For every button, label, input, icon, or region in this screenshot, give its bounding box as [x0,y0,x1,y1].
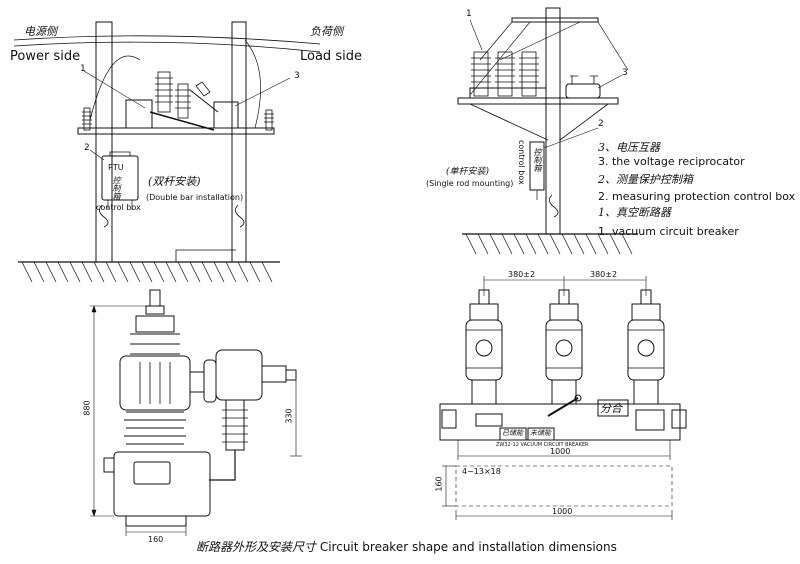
plate-left: 已储能 [502,429,523,437]
box-label-cn: 控制箱 [112,176,121,200]
dim-spacing-2: 380±2 [590,270,618,279]
right-callout-2: 2 [598,119,604,129]
dim-width-1: 1000 [550,447,571,456]
right-callout-1: 1 [466,9,472,19]
load-side-label: Load side [300,49,362,64]
caption-cn: 断路器外形及安装尺寸 [196,540,317,554]
callout-2: 2 [84,143,90,153]
legend-item2-en: 2. measuring protection control box [598,190,796,203]
side-view-drawing [90,289,302,536]
power-side-label: Power side [10,49,81,64]
dim-holes: 4−13×18 [462,467,501,476]
dim-base: 160 [148,535,164,544]
double-mount-en: (Double bar installation) [146,193,244,202]
single-mount-en: (Single rod mounting) [426,179,514,188]
callout-1: 1 [80,64,86,74]
control-box-caption: control box [96,203,141,212]
dim-depth: 160 [434,476,444,492]
double-mount-cn: (双杆安装) [148,175,201,188]
legend-item3-cn: 3、电压互器 [598,141,660,154]
nameplate: ZW32-12 VACUUM CIRCUIT BREAKER [496,442,589,448]
callout-3: 3 [294,71,300,81]
legend-item3-en: 3. the voltage reciprocator [598,155,745,168]
right-box-label-cn: 控制箱 [533,148,542,172]
front-view-drawing [439,276,687,520]
dim-height: 880 [82,400,92,416]
single-mount-cn: (单杆安装) [446,167,490,177]
load-side-cn: 负荷侧 [310,25,343,38]
figure-caption: 断路器外形及安装尺寸 Circuit breaker shape and ins… [196,541,617,553]
box-label-en: PTU [108,163,124,172]
plate-right: 未储能 [530,429,551,437]
double-pole-installation [13,21,321,283]
power-side-cn: 电源侧 [24,25,57,38]
dim-width-2: 1000 [552,507,573,516]
right-box-label-en: control box [517,140,526,185]
right-callout-3: 3 [622,68,628,78]
legend-item2-cn: 2、测量保护控制箱 [598,173,693,186]
legend-item1-cn: 1、真空断路器 [598,206,671,219]
single-pole-installation [457,7,638,255]
legend-item1-en: 1. vacuum circuit breaker [598,225,739,238]
caption-en: Circuit breaker shape and installation d… [319,540,617,554]
dim-spacing-1: 380±2 [508,270,536,279]
dim-mid: 330 [284,408,294,424]
switch-label: 分合 [600,402,622,415]
